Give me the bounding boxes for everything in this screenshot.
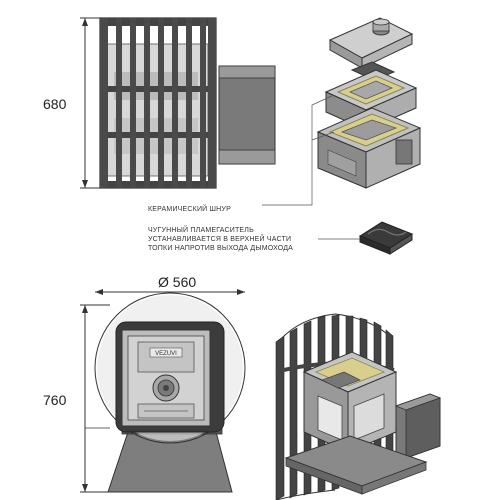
flame-diffuser-part xyxy=(358,221,414,255)
front-chimney-duct xyxy=(218,65,276,165)
label-flame-diffuser-line2: УСТАНАВЛИВАЕТСЯ В ВЕРХНЕЙ ЧАСТИ xyxy=(148,234,291,243)
label-ceramic-cord: КЕРАМИЧЕСКИЙ ШНУР xyxy=(148,204,231,213)
grille-circle-outline xyxy=(94,292,246,444)
cutaway-view xyxy=(275,313,442,500)
exploded-top-cover xyxy=(328,17,414,69)
exploded-view xyxy=(262,17,422,206)
leader-ceramic-cord xyxy=(262,94,335,206)
height-label-760: 760 xyxy=(43,392,67,408)
diameter-dimension-560 xyxy=(95,289,245,295)
exploded-upper-block xyxy=(324,69,418,131)
label-flame-diffuser-line3: ТОПКИ НАПРОТИВ ВЫХОДА ДЫМОХОДА xyxy=(148,245,293,252)
diameter-label-560: Ø 560 xyxy=(158,274,196,290)
label-flame-diffuser-line1: ЧУГУННЫЙ ПЛАМЕГАСИТЕЛЬ xyxy=(148,225,254,234)
height-dimension-760 xyxy=(80,304,110,493)
front-door-view: Ø 560 760 VEZUVI xyxy=(43,274,246,493)
height-dimension-680 xyxy=(80,17,100,189)
front-view: 680 xyxy=(43,17,276,189)
grille-bars xyxy=(100,18,216,188)
exploded-firebox-body xyxy=(316,107,422,189)
brand-plate xyxy=(149,347,183,358)
brand-plate-text: VEZUVI xyxy=(155,351,177,357)
height-label-680: 680 xyxy=(43,96,67,112)
